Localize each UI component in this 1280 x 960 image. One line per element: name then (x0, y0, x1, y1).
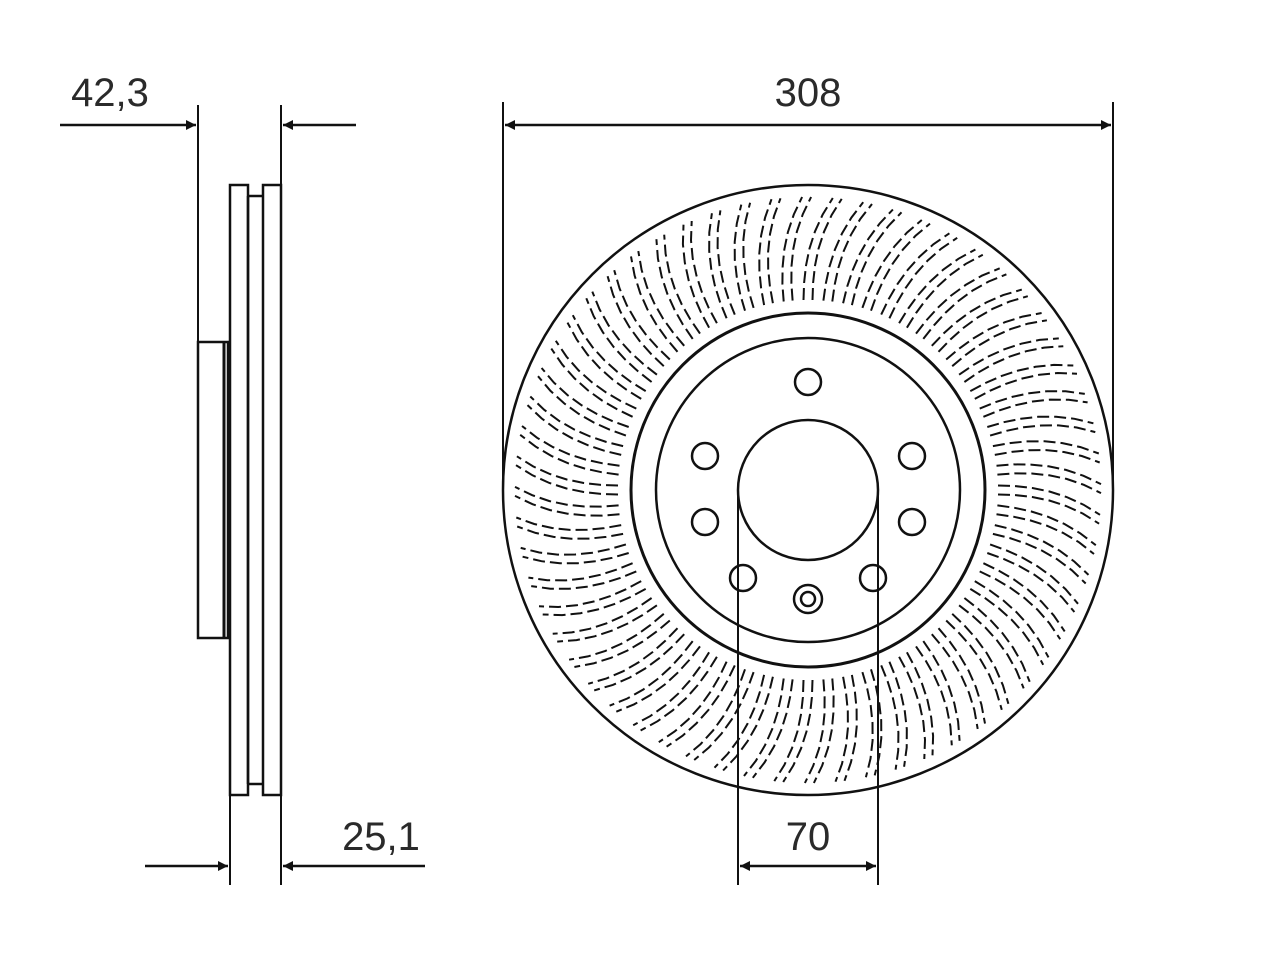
dimension-label-overall-height: 42,3 (71, 71, 149, 115)
dimension-70: 70 (740, 815, 876, 871)
center-bore (736, 418, 880, 562)
side-outer-ring (261, 183, 283, 797)
bolt-hole (690, 507, 720, 537)
bolt-hole (690, 441, 720, 471)
vent-slot (537, 367, 630, 437)
vent-slot (822, 201, 873, 302)
vent-slot (931, 288, 1029, 353)
vent-slot (898, 651, 935, 760)
vent-slot (585, 291, 658, 383)
vent-slot (987, 415, 1096, 437)
front-extension-lines (502, 102, 1114, 885)
side-extension-lines (197, 105, 282, 885)
vent-slot (520, 543, 629, 565)
bolt-hole (897, 441, 927, 471)
disc-outer-edge (501, 183, 1115, 797)
bolt-holes (690, 441, 927, 593)
dimension-label-center-bore: 70 (786, 815, 831, 859)
vent-slot (802, 197, 843, 301)
vent-slot (566, 314, 647, 400)
vent-slot (915, 267, 1007, 340)
bolt-hole (858, 563, 888, 593)
vent-slot (526, 395, 624, 456)
hat-inner-edge (654, 336, 962, 644)
vent-slot (587, 627, 685, 692)
vent-slot (979, 562, 1066, 640)
vent-slot (708, 210, 736, 319)
vent-slot (979, 390, 1088, 418)
vent-slot (538, 580, 647, 617)
bolt-hole (728, 563, 758, 593)
vent-slot (931, 627, 986, 730)
vent-slot (515, 516, 624, 540)
vent-slots (514, 196, 1102, 784)
vent-slot (996, 504, 1097, 555)
locating-pin-inner (799, 590, 817, 608)
dimension-label-disc-thickness: 25,1 (342, 815, 420, 859)
vent-slot (609, 640, 701, 713)
vent-slot (655, 234, 701, 340)
vent-slot (685, 668, 755, 761)
vent-slot (969, 363, 1078, 400)
vent-slot (958, 337, 1064, 383)
vent-slot (803, 678, 835, 784)
vent-slot (969, 580, 1050, 666)
vent-slot (550, 340, 637, 418)
vent-slot (658, 661, 736, 748)
vent-slot (996, 463, 1102, 495)
vent-slot (945, 613, 1010, 711)
vent-slot (861, 669, 883, 778)
vent-slot (997, 484, 1101, 525)
vent-slot (713, 674, 774, 772)
vent-slot (880, 232, 958, 319)
locating-pin-hole (793, 367, 823, 397)
vent-slot (861, 219, 931, 312)
vent-slot (986, 543, 1079, 613)
side-hub (196, 340, 230, 640)
vent-slot (992, 524, 1090, 585)
vent-slot (992, 440, 1101, 464)
vent-slot (515, 455, 619, 496)
vent-slot (915, 640, 961, 746)
vent-slot (781, 196, 813, 302)
vent-slot (773, 679, 814, 783)
side-inner-ring (228, 183, 250, 797)
vent-slot (842, 208, 903, 306)
vent-slot (606, 269, 671, 367)
hat-outer-edge (629, 311, 987, 669)
dimension-308: 308 (505, 71, 1111, 130)
vent-slot (528, 562, 637, 590)
locating-pin-outer (792, 583, 824, 615)
dimension-25-1: 25,1 (145, 815, 425, 871)
vent-slot (758, 197, 782, 306)
vent-slot (834, 674, 858, 783)
vent-slot (568, 613, 671, 668)
vent-slot (519, 425, 620, 476)
front-view (501, 183, 1115, 797)
vent-slot (743, 678, 794, 779)
dimension-label-outer-diameter: 308 (775, 71, 842, 115)
vent-slot (632, 651, 718, 732)
vent-slot (945, 312, 1048, 367)
vent-slot (733, 202, 755, 311)
side-view (196, 183, 283, 797)
vent-slot (958, 597, 1031, 689)
vent-slot (898, 248, 984, 329)
vent-slot (514, 485, 620, 517)
vent-slot (552, 597, 658, 643)
vent-slot (630, 250, 685, 353)
bolt-hole (897, 507, 927, 537)
dimension-42-3: 42,3 (60, 71, 356, 130)
vent-slot (681, 220, 718, 329)
vent-slot (880, 661, 908, 770)
